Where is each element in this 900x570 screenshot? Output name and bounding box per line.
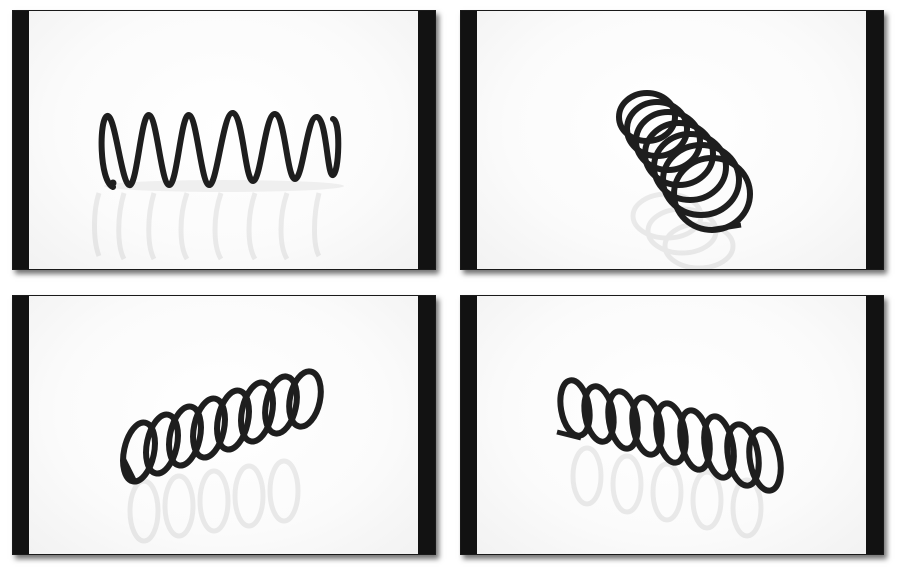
photo-frame-4[interactable]	[460, 295, 884, 555]
coil-spring-image	[92, 109, 344, 261]
spring-end-tip	[708, 222, 742, 233]
spring-reflection	[570, 445, 764, 539]
letterbox-right	[418, 296, 435, 554]
spring-coils	[98, 109, 342, 190]
letterbox-right	[866, 11, 883, 269]
letterbox-right	[866, 296, 883, 554]
spring-end-tip	[109, 179, 117, 187]
letterbox-left	[461, 296, 477, 554]
photo-frame-3[interactable]	[12, 295, 436, 555]
spring-reflection	[92, 192, 322, 261]
letterbox-right	[418, 11, 435, 269]
coil-spring-image	[556, 377, 784, 539]
photo-frame-2[interactable]	[460, 10, 884, 270]
spring-coils	[616, 90, 753, 233]
coil-spring-image	[616, 90, 753, 269]
spring-reflection	[127, 458, 301, 544]
spring-end-tip	[556, 429, 582, 441]
spring-coils	[120, 368, 324, 485]
letterbox-left	[461, 11, 477, 269]
spring-photo-three-quarter-view	[477, 296, 866, 554]
spring-end-tip	[120, 456, 138, 484]
photo-frame-1[interactable]	[12, 10, 436, 270]
spring-coils	[557, 377, 784, 494]
spring-photo-end-view	[477, 11, 866, 269]
spring-photo-side-view	[29, 11, 418, 269]
letterbox-left	[13, 11, 29, 269]
coil-spring-image	[120, 368, 324, 544]
spring-photo-diagonal-view	[29, 296, 418, 554]
letterbox-left	[13, 296, 29, 554]
